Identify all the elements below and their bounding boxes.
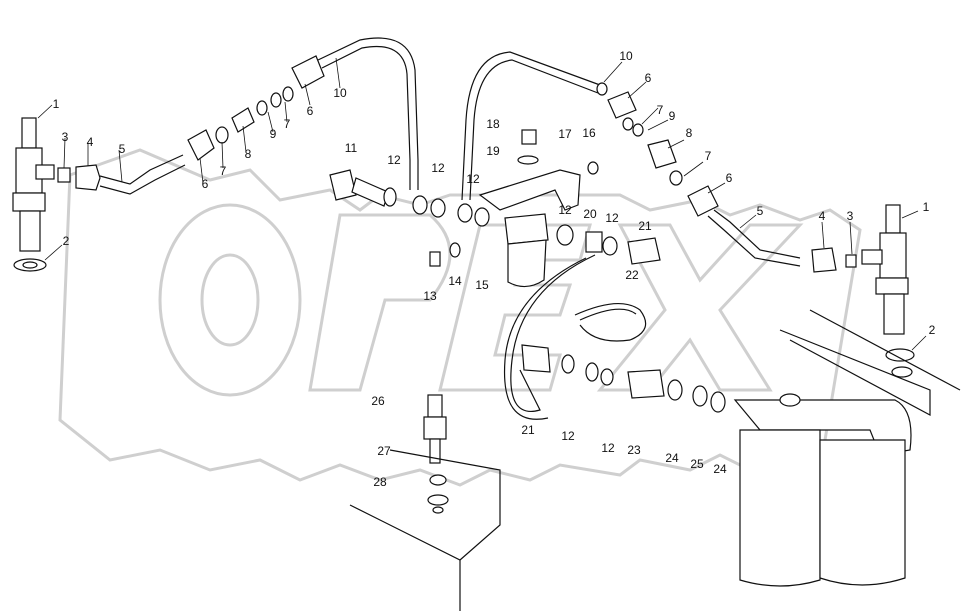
callout-1: 1: [53, 97, 60, 111]
callout-3: 3: [847, 209, 854, 223]
callout-27: 27: [377, 444, 391, 458]
callout-8: 8: [686, 126, 693, 140]
callout-4: 4: [819, 209, 826, 223]
callout-24: 24: [713, 462, 727, 476]
callout-23: 23: [627, 443, 641, 457]
callout-26: 26: [371, 394, 385, 408]
left-fittings: [57, 55, 325, 195]
callout-19: 19: [486, 144, 500, 158]
callout-15: 15: [475, 278, 489, 292]
right-injector: [779, 204, 961, 417]
lower-hose: [503, 254, 726, 420]
callout-3: 3: [62, 130, 69, 144]
callout-2: 2: [63, 234, 70, 248]
fuel-pipe-left: [317, 37, 419, 190]
callout-22: 22: [625, 268, 639, 282]
callout-7: 7: [705, 149, 712, 163]
callout-25: 25: [690, 457, 704, 471]
callout-5: 5: [757, 204, 764, 218]
callout-28: 28: [373, 475, 387, 489]
callout-12: 12: [558, 203, 572, 217]
right-fittings: [607, 91, 857, 273]
callout-12: 12: [561, 429, 575, 443]
callout-11: 11: [345, 141, 358, 155]
callout-4: 4: [87, 135, 94, 149]
callout-16: 16: [582, 126, 596, 140]
left-injector: [12, 117, 55, 272]
callout-7: 7: [657, 103, 664, 117]
callout-7: 7: [284, 117, 291, 131]
leader-lines: [37, 57, 927, 351]
callout-13: 13: [423, 289, 437, 303]
hose-clamp: [574, 302, 647, 342]
callout-10: 10: [333, 86, 347, 100]
center-filter-assembly: [329, 129, 661, 288]
callout-6: 6: [202, 177, 209, 191]
callout-9: 9: [669, 109, 676, 123]
callout-12: 12: [387, 153, 401, 167]
callout-6: 6: [726, 171, 733, 185]
callout-12: 12: [431, 161, 445, 175]
callout-12: 12: [605, 211, 619, 225]
twin-fuel-filter: [733, 393, 912, 587]
callout-1: 1: [923, 200, 930, 214]
callout-12: 12: [466, 172, 480, 186]
callout-21: 21: [521, 423, 535, 437]
callout-10: 10: [619, 49, 633, 63]
callout-24: 24: [665, 451, 679, 465]
callout-2: 2: [929, 323, 936, 337]
callout-9: 9: [270, 127, 277, 141]
callout-5: 5: [119, 142, 126, 156]
callout-18: 18: [486, 117, 500, 131]
callout-20: 20: [583, 207, 597, 221]
callout-6: 6: [645, 71, 652, 85]
lower-left-sensor: [349, 394, 501, 611]
callout-8: 8: [245, 147, 252, 161]
callout-21: 21: [638, 219, 652, 233]
callout-6: 6: [307, 104, 314, 118]
callout-7: 7: [220, 164, 227, 178]
callout-12: 12: [601, 441, 615, 455]
fuel-pipe-right: [461, 51, 608, 201]
callout-14: 14: [448, 274, 462, 288]
callout-17: 17: [558, 127, 572, 141]
